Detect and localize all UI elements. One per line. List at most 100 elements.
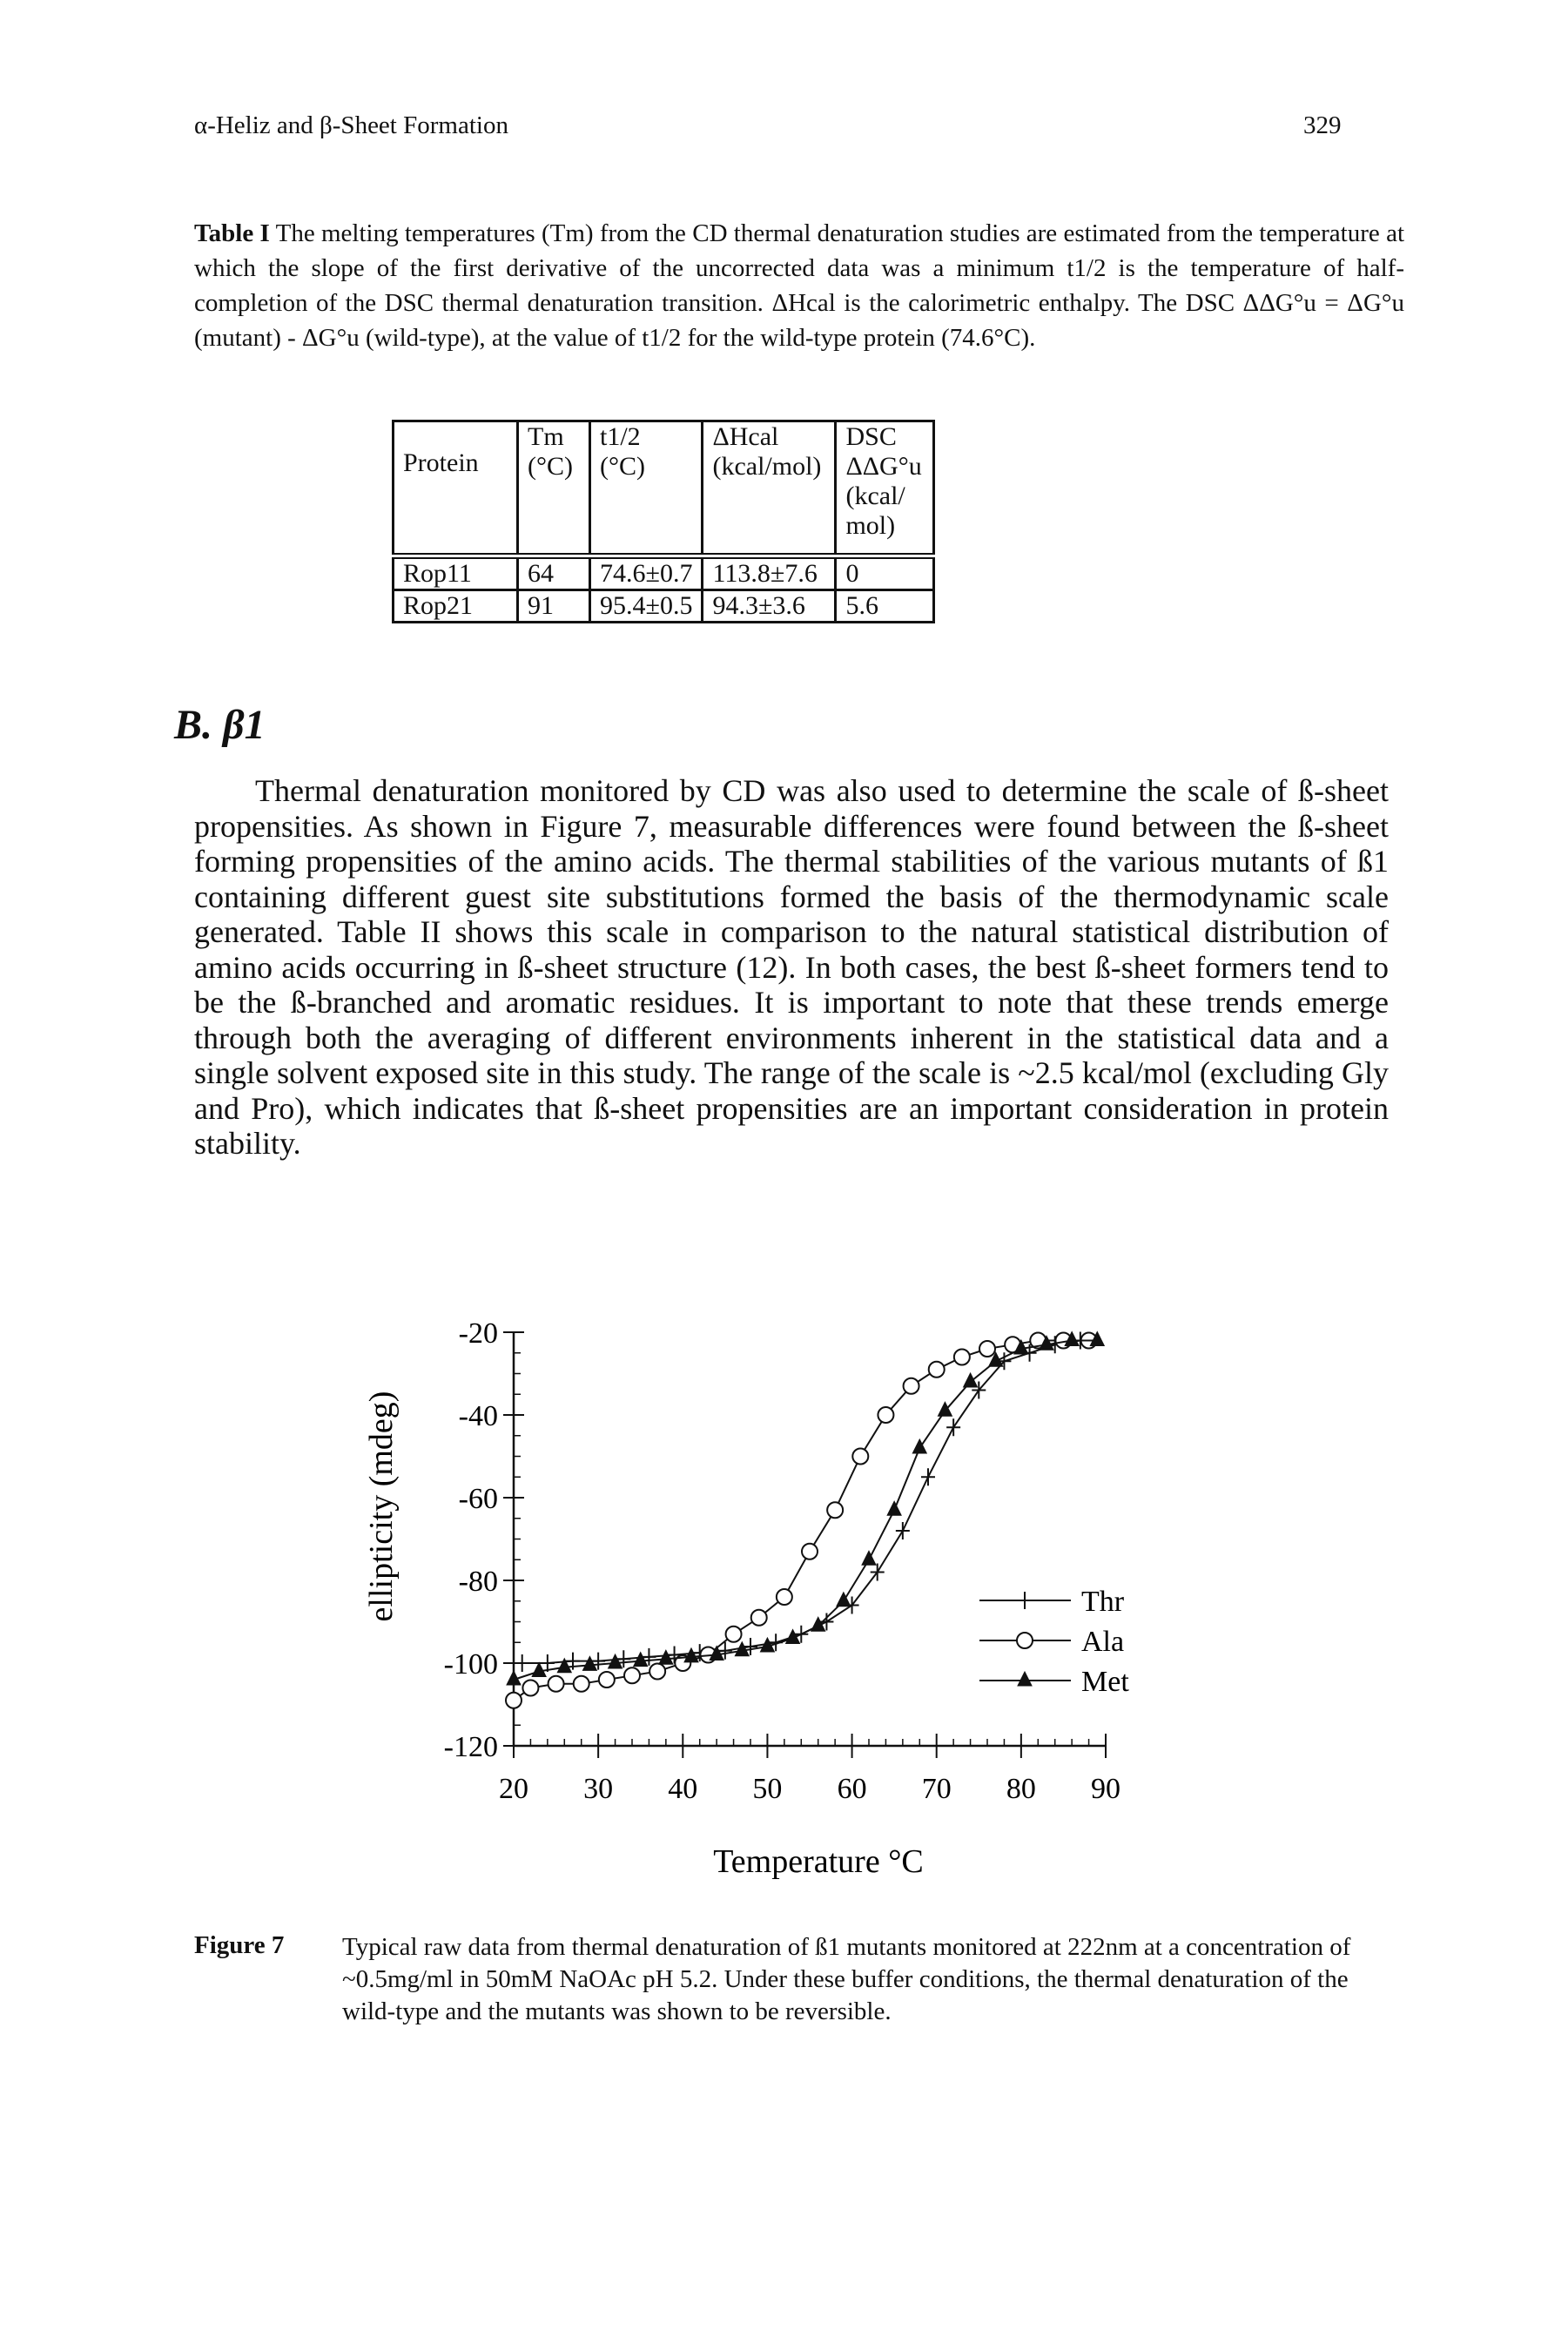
table-header-line: ΔΔG°u bbox=[845, 452, 922, 481]
table-cell: 64 bbox=[516, 553, 591, 591]
y-tick-label: -80 bbox=[459, 1566, 498, 1598]
header-t-half: t1/2(°C) bbox=[588, 420, 704, 557]
page-number: 329 bbox=[1303, 111, 1342, 139]
table-header-line: DSC bbox=[845, 422, 897, 451]
legend-label: Thr bbox=[1081, 1586, 1125, 1618]
series-line bbox=[513, 1339, 1098, 1681]
chart-series-layer bbox=[505, 1330, 1106, 1709]
series-line bbox=[513, 1339, 1089, 1701]
data-point-triangle bbox=[759, 1636, 776, 1653]
table-header-line: (kcal/mol) bbox=[712, 452, 822, 481]
data-point-plus bbox=[667, 1646, 682, 1664]
data-point-triangle bbox=[632, 1651, 649, 1667]
data-point-triangle bbox=[709, 1645, 724, 1661]
data-point-plus bbox=[515, 1654, 529, 1672]
y-tick-label: -100 bbox=[444, 1648, 498, 1681]
x-tick-label: 80 bbox=[1006, 1773, 1036, 1805]
legend-item-ala: Ala bbox=[979, 1626, 1124, 1658]
table-cell: 91 bbox=[516, 589, 591, 623]
data-point-triangle bbox=[734, 1640, 750, 1657]
table-header-line: ΔHcal bbox=[712, 422, 779, 451]
data-point-triangle bbox=[784, 1628, 801, 1644]
header-protein: Protein bbox=[392, 420, 519, 557]
y-tick-label: -40 bbox=[459, 1400, 498, 1432]
header-tm: Tm(°C) bbox=[516, 420, 591, 557]
body-paragraph: Thermal denaturation monitored by CD was… bbox=[194, 773, 1389, 1161]
data-point-triangle bbox=[987, 1351, 1004, 1367]
data-point-triangle bbox=[582, 1655, 598, 1671]
data-point-triangle bbox=[912, 1438, 928, 1454]
data-point-triangle bbox=[506, 1669, 522, 1686]
data-point-circle bbox=[522, 1679, 540, 1697]
table-header-line: (kcal/ bbox=[845, 482, 905, 510]
y-axis-label: ellipticity (mdeg) bbox=[363, 1391, 400, 1622]
table-cell: 95.4±0.5 bbox=[588, 589, 704, 623]
x-tick-label: 50 bbox=[752, 1773, 782, 1805]
data-point-circle bbox=[952, 1348, 971, 1366]
x-tick-label: 40 bbox=[668, 1773, 697, 1805]
y-tick-label: -60 bbox=[459, 1483, 498, 1515]
data-point-plus bbox=[1018, 1592, 1032, 1609]
data-point-triangle bbox=[658, 1649, 674, 1665]
data-point-circle bbox=[597, 1671, 616, 1688]
data-point-plus bbox=[972, 1381, 986, 1399]
table-header-line: Tm bbox=[528, 422, 564, 451]
data-point-triangle bbox=[937, 1401, 953, 1417]
table-cell: Rop21 bbox=[392, 589, 519, 623]
x-tick-label: 30 bbox=[583, 1773, 613, 1805]
x-tick-label: 70 bbox=[922, 1773, 952, 1805]
legend-label: Met bbox=[1081, 1666, 1129, 1698]
data-point-plus bbox=[540, 1654, 555, 1672]
series-ala bbox=[505, 1331, 1098, 1709]
legend-item-met: Met bbox=[979, 1666, 1129, 1698]
series-thr bbox=[515, 1331, 1087, 1672]
data-point-triangle bbox=[1064, 1330, 1080, 1346]
table-header-line: (°C) bbox=[528, 452, 573, 481]
data-point-circle bbox=[826, 1501, 845, 1519]
data-point-triangle bbox=[836, 1591, 851, 1607]
table-cell: 5.6 bbox=[834, 589, 936, 623]
data-point-circle bbox=[851, 1447, 870, 1465]
series-met bbox=[506, 1330, 1106, 1686]
y-tick-label: -20 bbox=[459, 1317, 498, 1350]
data-point-circle bbox=[877, 1406, 895, 1424]
table-caption-text: The melting temperatures (Tm) from the C… bbox=[194, 219, 1404, 352]
section-heading: B. β1 bbox=[174, 702, 266, 748]
data-point-triangle bbox=[1089, 1330, 1106, 1346]
data-point-triangle bbox=[861, 1550, 877, 1566]
running-head: α-Heliz and β-Sheet Formation bbox=[194, 111, 508, 139]
data-point-circle bbox=[623, 1667, 641, 1685]
data-point-circle bbox=[1016, 1632, 1033, 1649]
data-point-triangle bbox=[810, 1616, 826, 1632]
table-header-line: (°C) bbox=[600, 452, 645, 481]
data-point-circle bbox=[724, 1625, 743, 1643]
data-point-plus bbox=[870, 1563, 885, 1581]
data-point-plus bbox=[591, 1652, 606, 1670]
table-header-line: t1/2 bbox=[600, 422, 641, 451]
data-point-triangle bbox=[1039, 1335, 1054, 1351]
data-point-circle bbox=[649, 1662, 667, 1681]
data-point-plus bbox=[616, 1650, 631, 1668]
series-line bbox=[522, 1339, 1081, 1664]
table-header-line: Protein bbox=[403, 448, 479, 477]
data-point-circle bbox=[801, 1542, 818, 1560]
data-point-plus bbox=[946, 1418, 961, 1437]
x-tick-label: 20 bbox=[499, 1773, 528, 1805]
data-point-circle bbox=[979, 1340, 996, 1357]
table-caption: Table I The melting temperatures (Tm) fr… bbox=[194, 216, 1404, 355]
data-point-triangle bbox=[1017, 1670, 1033, 1687]
data-point-plus bbox=[744, 1638, 757, 1655]
table-cell: 113.8±7.6 bbox=[701, 553, 838, 591]
table-header-line: mol) bbox=[845, 511, 896, 540]
data-point-triangle bbox=[556, 1657, 573, 1674]
data-point-circle bbox=[572, 1674, 590, 1693]
x-tick-label: 90 bbox=[1091, 1773, 1120, 1805]
data-point-triangle bbox=[607, 1653, 623, 1669]
data-point-circle bbox=[902, 1377, 920, 1395]
data-point-plus bbox=[642, 1647, 656, 1666]
table-cell: 94.3±3.6 bbox=[701, 589, 838, 623]
